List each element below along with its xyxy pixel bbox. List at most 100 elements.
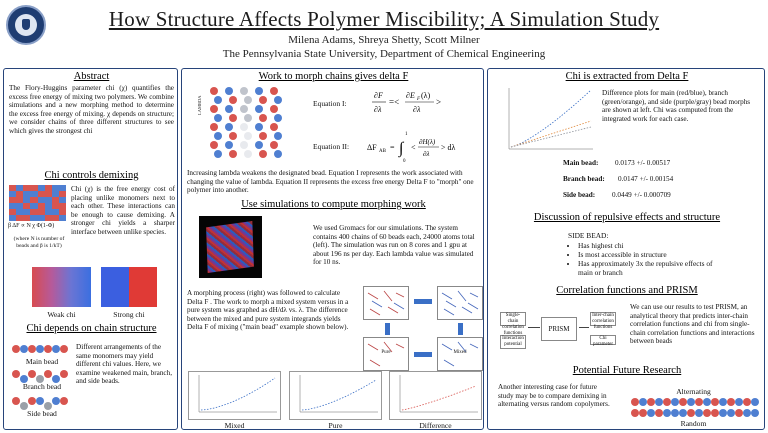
discussion-bullets: Has highest chi Is most accessible in st… xyxy=(568,241,718,277)
bead xyxy=(711,409,719,417)
poster-header: How Structure Affects Polymer Miscibilit… xyxy=(0,0,768,66)
weak-chi-gradient xyxy=(32,267,91,307)
svg-text:=<: =< xyxy=(389,97,399,107)
plot-pure xyxy=(289,371,382,420)
chi-extract-heading: Chi is extracted from Delta F xyxy=(565,71,689,82)
svg-text:<: < xyxy=(411,143,416,152)
morph-bead xyxy=(229,114,237,122)
morph-bead xyxy=(244,150,252,158)
bead xyxy=(703,409,711,417)
bead xyxy=(663,409,671,417)
bead xyxy=(743,398,751,406)
bead xyxy=(655,409,663,417)
morph-bead xyxy=(225,105,233,113)
bead xyxy=(719,398,727,406)
side-bead-label: Side bead xyxy=(27,409,57,418)
bead xyxy=(727,398,735,406)
bead xyxy=(28,370,36,378)
discussion-label: SIDE BEAD: xyxy=(568,231,609,240)
chain-structure-text: Different arrangements of the same monom… xyxy=(76,343,172,386)
future-text: Another interesting case for future stud… xyxy=(498,383,610,409)
bead xyxy=(36,345,44,353)
morph-bead xyxy=(214,114,222,122)
svg-text:∂F: ∂F xyxy=(374,91,383,100)
simulation-box-image xyxy=(199,216,262,278)
morph-box-top-left xyxy=(363,286,409,320)
bead xyxy=(20,375,28,383)
bead xyxy=(631,398,639,406)
bead xyxy=(695,398,703,406)
morph-bead xyxy=(255,87,263,95)
morph-bead-array xyxy=(210,87,290,163)
weak-chi-label: Weak chi xyxy=(47,310,76,319)
svg-text:>: > xyxy=(436,97,441,107)
chain-structure-heading: Chi depends on chain structure xyxy=(26,323,157,334)
morph-bead xyxy=(274,114,282,122)
morph-box-bottom-right: Mixed xyxy=(437,337,483,371)
morph-box-bottom-left: Pure xyxy=(363,337,409,371)
bead xyxy=(639,409,647,417)
strong-chi-blue xyxy=(101,267,129,307)
bead xyxy=(60,397,68,405)
equation-2-label: Equation II: xyxy=(313,142,350,151)
morph-bead xyxy=(240,123,248,131)
morph-text: Increasing lambda weakens the designated… xyxy=(187,169,474,195)
bead xyxy=(52,397,60,405)
side-bead-result: 0.0449 +/- 0.000709 xyxy=(612,191,671,199)
column-left: Abstract The Flory-Huggins parameter chi… xyxy=(3,68,178,430)
svg-text:(λ): (λ) xyxy=(421,91,431,100)
arrow-from-prism xyxy=(579,327,589,328)
bead xyxy=(735,398,743,406)
svg-text:=: = xyxy=(390,143,395,152)
bead xyxy=(12,397,20,405)
bead xyxy=(28,397,36,405)
morph-bead xyxy=(270,141,278,149)
bead xyxy=(44,370,52,378)
morph-bead xyxy=(240,105,248,113)
random-label: Random xyxy=(680,419,707,428)
bead xyxy=(28,345,36,353)
branch-bead-chain xyxy=(12,370,72,384)
morph-bead xyxy=(214,132,222,140)
morph-heading: Work to morph chains gives delta F xyxy=(258,71,409,82)
bead xyxy=(60,370,68,378)
bead xyxy=(631,409,639,417)
chi-difference-plot xyxy=(497,85,595,159)
morph-bead xyxy=(210,123,218,131)
bead xyxy=(751,398,759,406)
bead xyxy=(695,409,703,417)
svg-text:> dλ: > dλ xyxy=(441,143,456,152)
morph-bead xyxy=(244,132,252,140)
morph-bead xyxy=(214,96,222,104)
bead xyxy=(719,409,727,417)
main-bead-result: 0.0173 +/- 0.00517 xyxy=(615,159,671,167)
morph-box-top-right xyxy=(437,286,483,320)
bead xyxy=(655,398,663,406)
prism-text: We can use our results to test PRISM, an… xyxy=(630,303,755,346)
bead xyxy=(663,398,671,406)
svg-text:1: 1 xyxy=(405,132,408,137)
main-bead-label: Main bead xyxy=(25,357,59,366)
strong-chi-red xyxy=(129,267,157,307)
prism-heading: Correlation functions and PRISM xyxy=(556,285,698,296)
bead xyxy=(52,375,60,383)
morph-bead xyxy=(240,141,248,149)
arrow-down-right xyxy=(458,323,463,335)
bead xyxy=(679,398,687,406)
bead xyxy=(20,402,28,410)
lambda-axis-label: LAMBDA xyxy=(197,95,202,115)
bead xyxy=(647,398,655,406)
morph-bead xyxy=(259,96,267,104)
mixed-lattice xyxy=(9,185,66,221)
main-bead-result-label: Main bead: xyxy=(563,159,599,167)
pure-box-label: Pure xyxy=(381,350,391,355)
side-bead-chain xyxy=(12,397,72,411)
poster-title: How Structure Affects Polymer Miscibilit… xyxy=(108,7,660,31)
plot-mixed xyxy=(188,371,281,420)
arrow-to-prism xyxy=(528,327,540,328)
bead xyxy=(12,345,20,353)
bead xyxy=(12,370,20,378)
morph-bead xyxy=(229,132,237,140)
arrow-left-bottom xyxy=(414,352,432,357)
svg-text:AB: AB xyxy=(379,149,387,154)
